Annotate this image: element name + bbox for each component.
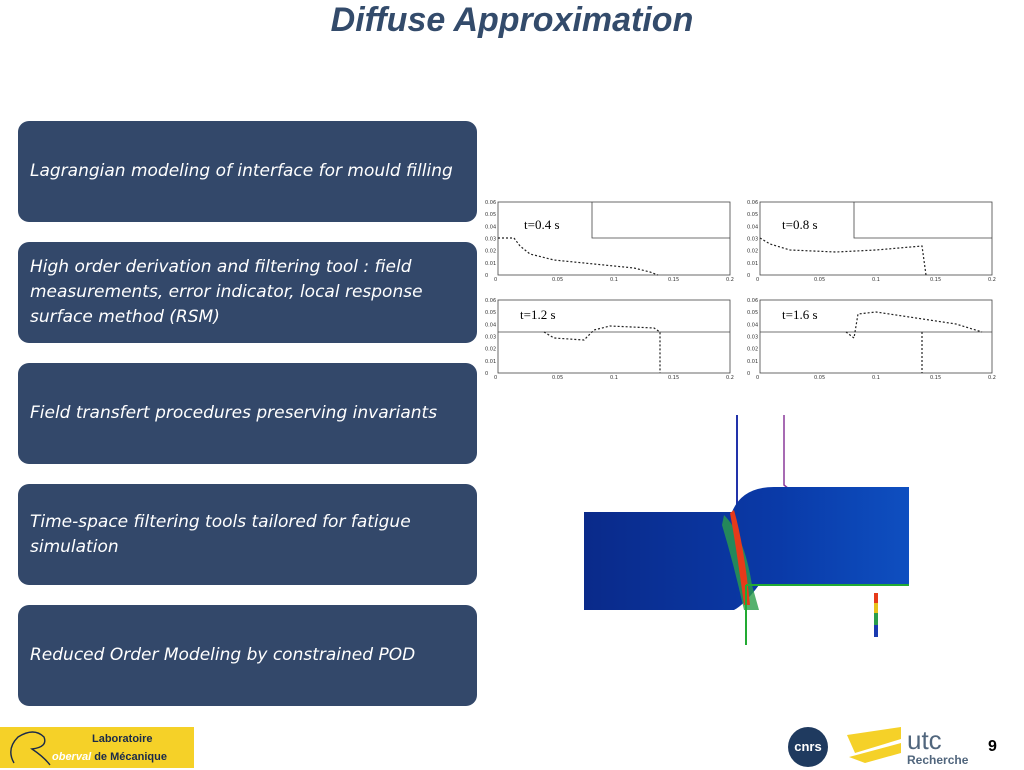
lab-logo-banner: Laboratoire oberval de Mécanique: [0, 727, 194, 768]
y-tick-label: 0: [485, 371, 488, 377]
x-tick-label: 0.1: [610, 375, 618, 380]
utc-logo-subtext: Recherche: [907, 753, 969, 767]
utc-logo: utc Recherche: [845, 725, 975, 768]
x-tick-label: 0.2: [988, 277, 996, 282]
x-tick-label: 0.2: [988, 375, 996, 380]
y-tick-label: 0.05: [485, 212, 496, 218]
y-tick-label: 0.02: [485, 249, 496, 255]
y-tick-label: 0.01: [485, 261, 496, 267]
topic-text: High order derivation and filtering tool…: [30, 257, 423, 327]
topic-box-lagrangian: Lagrangian modeling of interface for mou…: [18, 121, 477, 222]
x-tick-label: 0.05: [552, 277, 563, 282]
x-tick-label: 0.1: [872, 375, 880, 380]
interface-plot-4: 0.06 0.05 0.04 0.03 0.02 0.01 0 0 0.05 0.1 0.15 0.2…: [746, 296, 998, 380]
x-tick-label: 0.15: [668, 375, 679, 380]
stress-field-graphic: [584, 415, 909, 645]
y-tick-label: 0.06: [485, 200, 496, 206]
plot-time-label: t=1.6 s: [782, 307, 818, 322]
interface-plot-graphic: 0.06 0.05 0.04 0.03 0.02 0.01 0 0 0.05 0.1 0.15 0.2: [485, 200, 734, 282]
x-tick-label: 0.2: [726, 277, 734, 282]
x-tick-label: 0.05: [814, 375, 825, 380]
interface-plot-graphic: 0.06 0.05 0.04 0.03 0.02 0.01 0 0 0.05 0.1 0.15 0.2: [747, 200, 996, 282]
utc-wing-icon: [847, 727, 901, 763]
topic-text: Lagrangian modeling of interface for mou…: [30, 161, 453, 181]
lab-name-line1: Laboratoire: [92, 733, 153, 745]
x-tick-label: 0.1: [872, 277, 880, 282]
y-tick-label: 0.03: [485, 237, 496, 243]
interface-plot-3: 0.06 0.05 0.04 0.03 0.02 0.01 0 0 0.05 0.1 0.15 0.2…: [484, 296, 736, 380]
utc-logo-text: utc: [907, 725, 942, 755]
stress-field-simulation: [584, 415, 909, 645]
y-tick-label: 0.02: [747, 249, 758, 255]
plot-time-label: t=0.8 s: [782, 217, 818, 232]
y-tick-label: 0: [747, 371, 750, 377]
page-title: Diffuse Approximation: [330, 1, 694, 39]
y-tick-label: 0.06: [747, 200, 758, 206]
lab-r-logo-icon: [10, 731, 51, 766]
y-tick-label: 0.03: [747, 237, 758, 243]
cnrs-logo: cnrs: [788, 727, 828, 767]
x-tick-label: 0.15: [930, 277, 941, 282]
lab-name-oberval: oberval: [52, 751, 92, 763]
y-tick-label: 0.02: [485, 347, 496, 353]
y-tick-label: 0.01: [747, 261, 758, 267]
y-tick-label: 0.06: [485, 298, 496, 304]
y-tick-label: 0.06: [747, 298, 758, 304]
y-tick-label: 0.02: [747, 347, 758, 353]
page-number: 9: [988, 738, 997, 755]
x-tick-label: 0.15: [930, 375, 941, 380]
x-tick-label: 0.05: [814, 277, 825, 282]
x-tick-label: 0.1: [610, 277, 618, 282]
y-tick-label: 0.04: [485, 224, 496, 230]
topic-box-rom: Reduced Order Modeling by constrained PO…: [18, 605, 477, 706]
interface-plot-graphic: 0.06 0.05 0.04 0.03 0.02 0.01 0 0 0.05 0.1 0.15 0.2: [747, 298, 996, 380]
x-tick-label: 0: [756, 277, 759, 282]
x-tick-label: 0: [756, 375, 759, 380]
topic-box-time-space: Time-space filtering tools tailored for …: [18, 484, 477, 585]
y-tick-label: 0.04: [485, 322, 496, 328]
x-tick-label: 0.05: [552, 375, 563, 380]
topic-box-high-order: High order derivation and filtering tool…: [18, 242, 477, 343]
y-tick-label: 0.05: [485, 310, 496, 316]
y-tick-label: 0.05: [747, 212, 758, 218]
x-tick-label: 0: [494, 375, 497, 380]
x-tick-label: 0: [494, 277, 497, 282]
plot-time-label: t=1.2 s: [520, 307, 556, 322]
y-tick-label: 0.04: [747, 224, 758, 230]
y-tick-label: 0.01: [485, 359, 496, 365]
y-tick-label: 0.04: [747, 322, 758, 328]
interface-plot-1: 0.06 0.05 0.04 0.03 0.02 0.01 0 0 0.05 0.1 0.15 0.2…: [484, 198, 736, 282]
interface-plot-2: 0.06 0.05 0.04 0.03 0.02 0.01 0 0 0.05 0.1 0.15 0.2…: [746, 198, 998, 282]
y-tick-label: 0.03: [485, 335, 496, 341]
x-tick-label: 0.2: [726, 375, 734, 380]
topic-text: Reduced Order Modeling by constrained PO…: [30, 645, 416, 665]
topic-box-field-transfer: Field transfert procedures preserving in…: [18, 363, 477, 464]
y-tick-label: 0: [485, 273, 488, 279]
topic-text: Field transfert procedures preserving in…: [30, 403, 438, 423]
interface-plot-graphic: 0.06 0.05 0.04 0.03 0.02 0.01 0 0 0.05 0.1 0.15 0.2: [485, 298, 734, 380]
plot-time-label: t=0.4 s: [524, 217, 560, 232]
lab-name-mecanique: de Mécanique: [94, 751, 167, 763]
x-tick-label: 0.15: [668, 277, 679, 282]
y-tick-label: 0.03: [747, 335, 758, 341]
y-tick-label: 0: [747, 273, 750, 279]
lab-name-line2: oberval de Mécanique: [52, 751, 167, 763]
topic-text: Time-space filtering tools tailored for …: [30, 511, 411, 557]
y-tick-label: 0.05: [747, 310, 758, 316]
y-tick-label: 0.01: [747, 359, 758, 365]
